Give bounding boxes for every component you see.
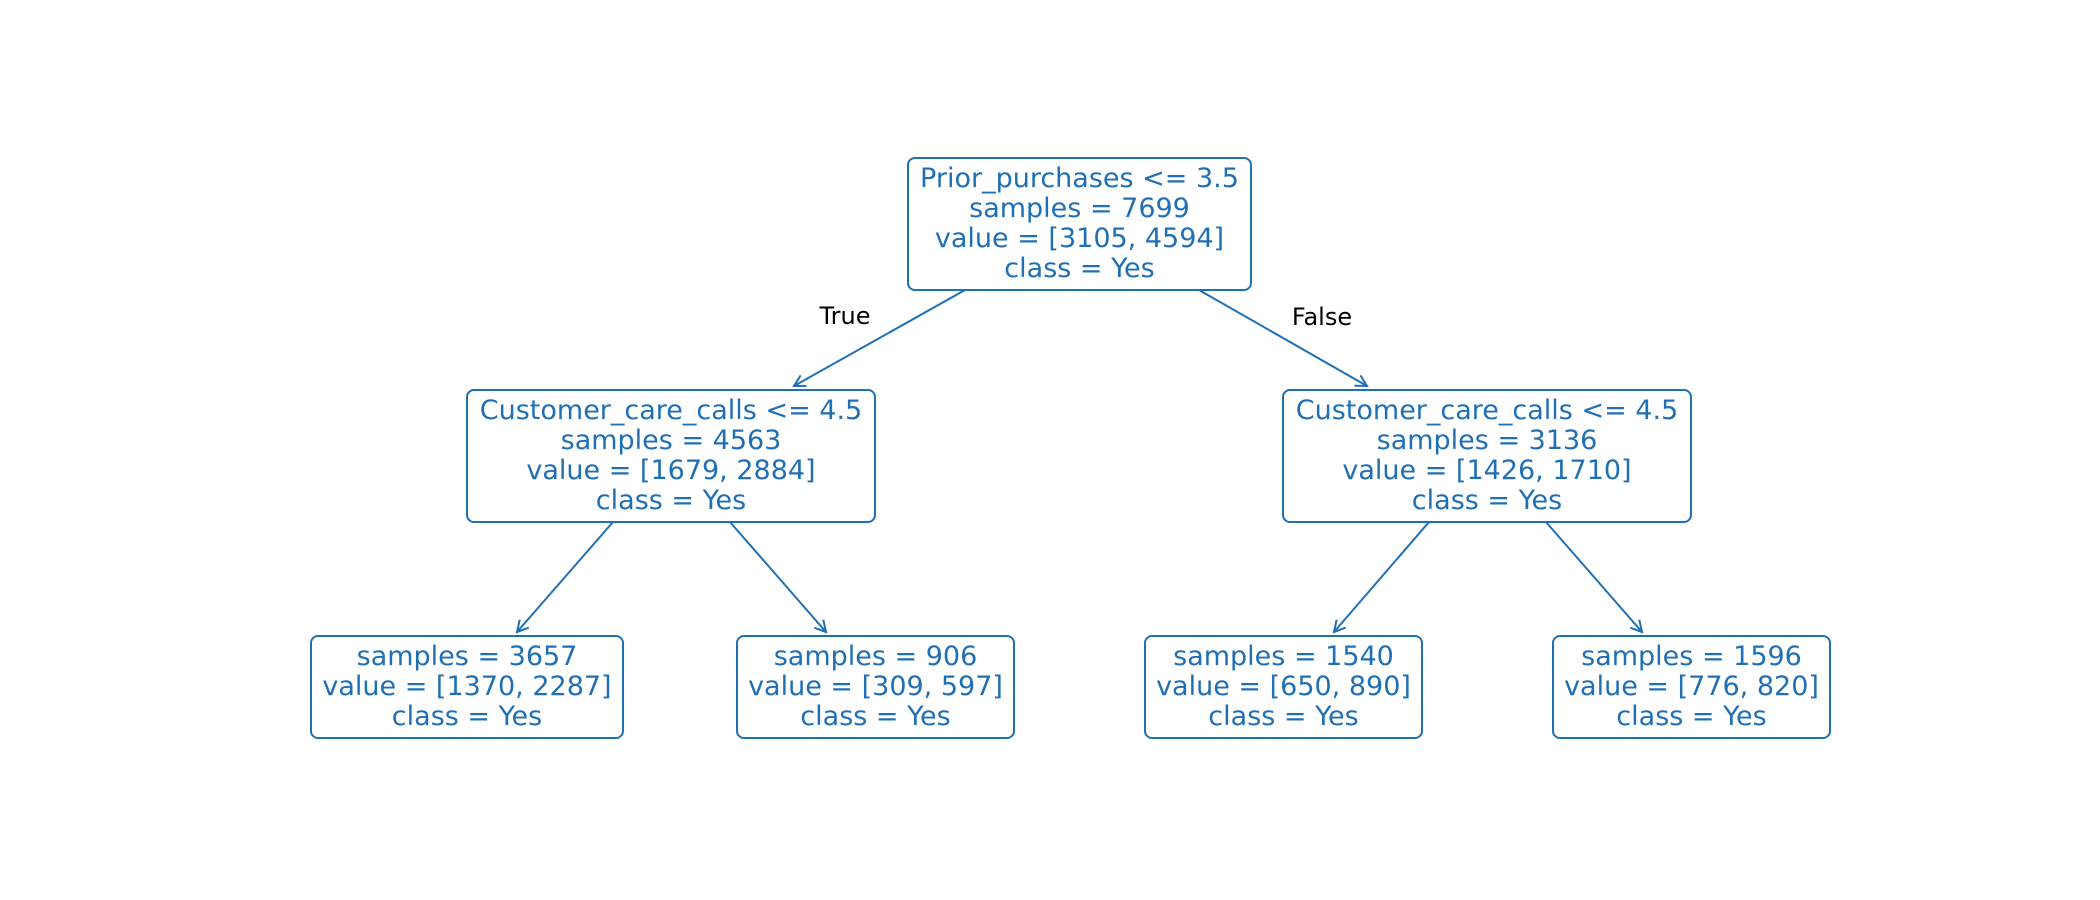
node-left-line-1: samples = 4563	[561, 425, 782, 456]
leaf-right-left-line-0: samples = 1540	[1173, 641, 1394, 672]
edge-left-to-left-left	[517, 521, 614, 632]
leaf-box-right-right	[1552, 635, 1831, 739]
tree-leaf-left-right: samples = 906 value = [309, 597] class =…	[736, 635, 1015, 739]
edge-root-to-right	[1198, 289, 1367, 386]
tree-leaf-right-left: samples = 1540 value = [650, 890] class …	[1144, 635, 1423, 739]
node-root-line-3: class = Yes	[1004, 253, 1154, 284]
leaf-left-left-line-2: class = Yes	[392, 701, 542, 732]
node-right-line-3: class = Yes	[1412, 485, 1562, 516]
edge-right-to-right-right	[1545, 521, 1642, 632]
node-box-left	[466, 389, 876, 523]
leaf-box-right-left	[1144, 635, 1423, 739]
tree-edges	[517, 289, 1642, 632]
tree-node-root: Prior_purchases <= 3.5 samples = 7699 va…	[907, 157, 1252, 291]
edge-label-true: True	[819, 302, 871, 330]
leaf-left-left-line-1: value = [1370, 2287]	[322, 671, 611, 702]
node-root-line-2: value = [3105, 4594]	[935, 223, 1224, 254]
edge-root-to-left	[794, 289, 966, 386]
node-left-line-0: Customer_care_calls <= 4.5	[480, 395, 862, 426]
tree-node-left: Customer_care_calls <= 4.5 samples = 456…	[466, 389, 876, 523]
leaf-left-right-line-1: value = [309, 597]	[748, 671, 1003, 702]
tree-leaf-right-right: samples = 1596 value = [776, 820] class …	[1552, 635, 1831, 739]
node-left-line-3: class = Yes	[596, 485, 746, 516]
node-box-right	[1282, 389, 1692, 523]
tree-leaf-left-left: samples = 3657 value = [1370, 2287] clas…	[310, 635, 624, 739]
node-root-line-1: samples = 7699	[969, 193, 1190, 224]
leaf-box-left-right	[736, 635, 1015, 739]
node-box-root	[907, 157, 1252, 291]
leaf-right-right-line-1: value = [776, 820]	[1564, 671, 1819, 702]
leaf-right-left-line-2: class = Yes	[1208, 701, 1358, 732]
edge-left-to-left-right	[729, 521, 826, 632]
leaf-right-right-line-0: samples = 1596	[1581, 641, 1802, 672]
tree-node-right: Customer_care_calls <= 4.5 samples = 313…	[1282, 389, 1692, 523]
leaf-left-right-line-0: samples = 906	[774, 641, 978, 672]
node-right-line-2: value = [1426, 1710]	[1342, 455, 1631, 486]
leaf-left-left-line-0: samples = 3657	[357, 641, 578, 672]
leaf-left-right-line-2: class = Yes	[800, 701, 950, 732]
node-right-line-0: Customer_care_calls <= 4.5	[1296, 395, 1678, 426]
edge-label-false: False	[1292, 303, 1352, 331]
leaf-right-right-line-2: class = Yes	[1616, 701, 1766, 732]
node-right-line-1: samples = 3136	[1377, 425, 1598, 456]
leaf-right-left-line-1: value = [650, 890]	[1156, 671, 1411, 702]
edge-right-to-right-left	[1334, 521, 1430, 632]
node-left-line-2: value = [1679, 2884]	[526, 455, 815, 486]
node-root-line-0: Prior_purchases <= 3.5	[920, 163, 1239, 194]
leaf-box-left-left	[310, 635, 624, 739]
